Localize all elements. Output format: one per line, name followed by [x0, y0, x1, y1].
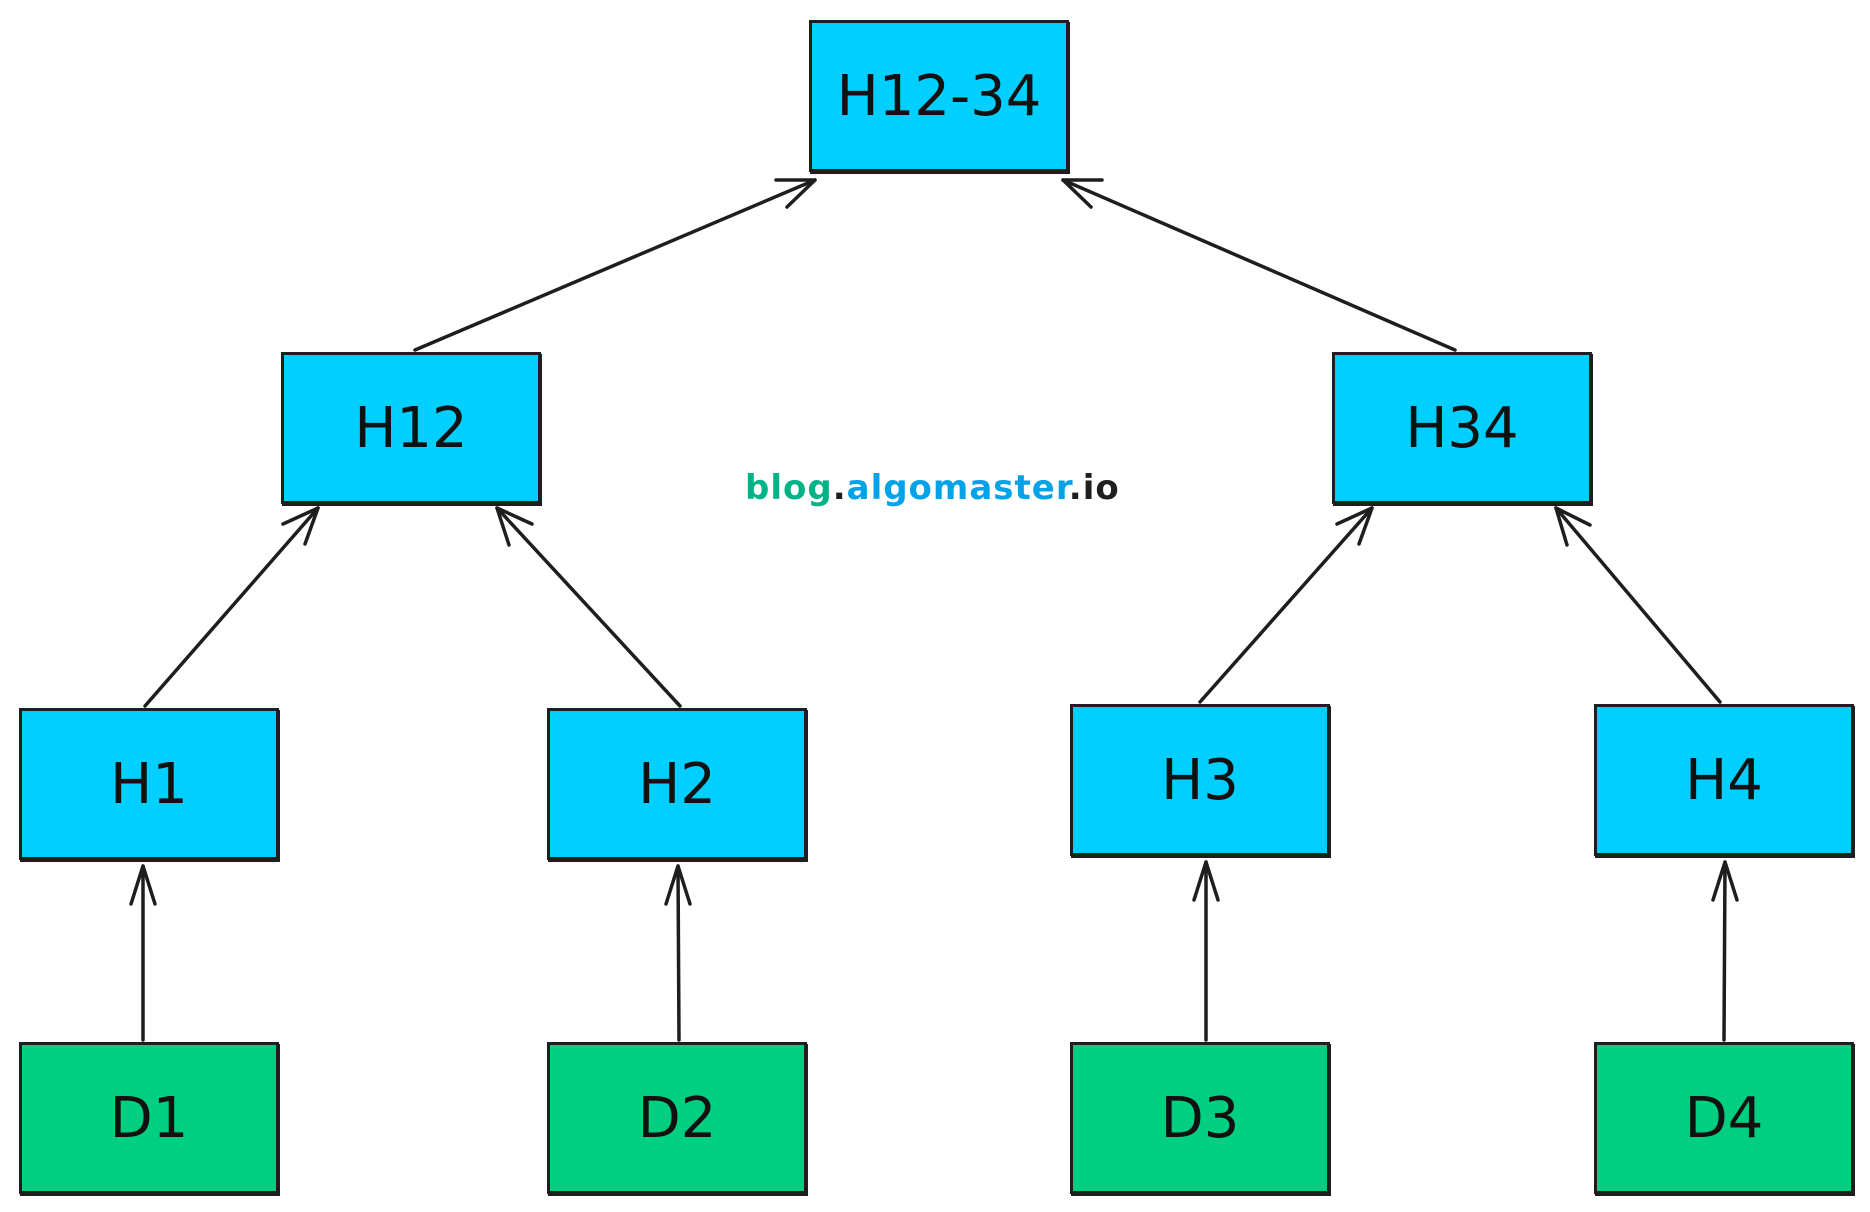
watermark-io: io	[1082, 468, 1120, 508]
root-hash-label: H12-34	[836, 63, 1042, 129]
arrow-h3-to-h34	[1198, 506, 1374, 704]
hash-node-h1: H1	[19, 708, 279, 860]
data-node-d2: D2	[547, 1042, 807, 1194]
hash-node-h3: H3	[1070, 704, 1330, 856]
data-node-d1: D1	[19, 1042, 279, 1194]
hash-node-h1-label: H1	[110, 751, 188, 817]
hash-node-h3-label: H3	[1161, 747, 1239, 813]
watermark-dot: .	[1068, 468, 1083, 508]
data-node-d4-label: D4	[1684, 1085, 1764, 1151]
arrow-d2-to-h2	[664, 864, 692, 1042]
watermark-blog: blog	[745, 468, 833, 508]
arrow-h1-to-h12	[143, 506, 320, 708]
hash-node-h2: H2	[547, 708, 807, 860]
watermark-dot: .	[832, 468, 847, 508]
hash-node-h4-label: H4	[1685, 747, 1763, 813]
data-node-d3: D3	[1070, 1042, 1330, 1194]
data-node-d1-label: D1	[109, 1085, 189, 1151]
watermark-algomaster: algomaster	[846, 468, 1069, 508]
data-node-d3-label: D3	[1160, 1085, 1240, 1151]
arrow-h4-to-h34	[1554, 506, 1722, 704]
arrow-h34-to-root	[1061, 178, 1457, 352]
hash-node-h34-label: H34	[1405, 395, 1519, 461]
hash-node-h34: H34	[1332, 352, 1592, 504]
arrow-d3-to-h3	[1192, 860, 1220, 1042]
hash-node-h4: H4	[1594, 704, 1854, 856]
hash-node-h12-label: H12	[354, 395, 468, 461]
arrow-d4-to-h4	[1711, 860, 1739, 1042]
data-node-d2-label: D2	[637, 1085, 717, 1151]
watermark: blog.algomaster.io	[745, 468, 1120, 508]
hash-node-h2-label: H2	[638, 751, 716, 817]
hash-node-h12: H12	[281, 352, 541, 504]
data-node-d4: D4	[1594, 1042, 1854, 1194]
arrow-d1-to-h1	[129, 864, 157, 1042]
root-hash-node: H12-34	[809, 20, 1069, 172]
arrow-h2-to-h12	[495, 506, 682, 708]
arrow-h12-to-root	[413, 178, 817, 352]
